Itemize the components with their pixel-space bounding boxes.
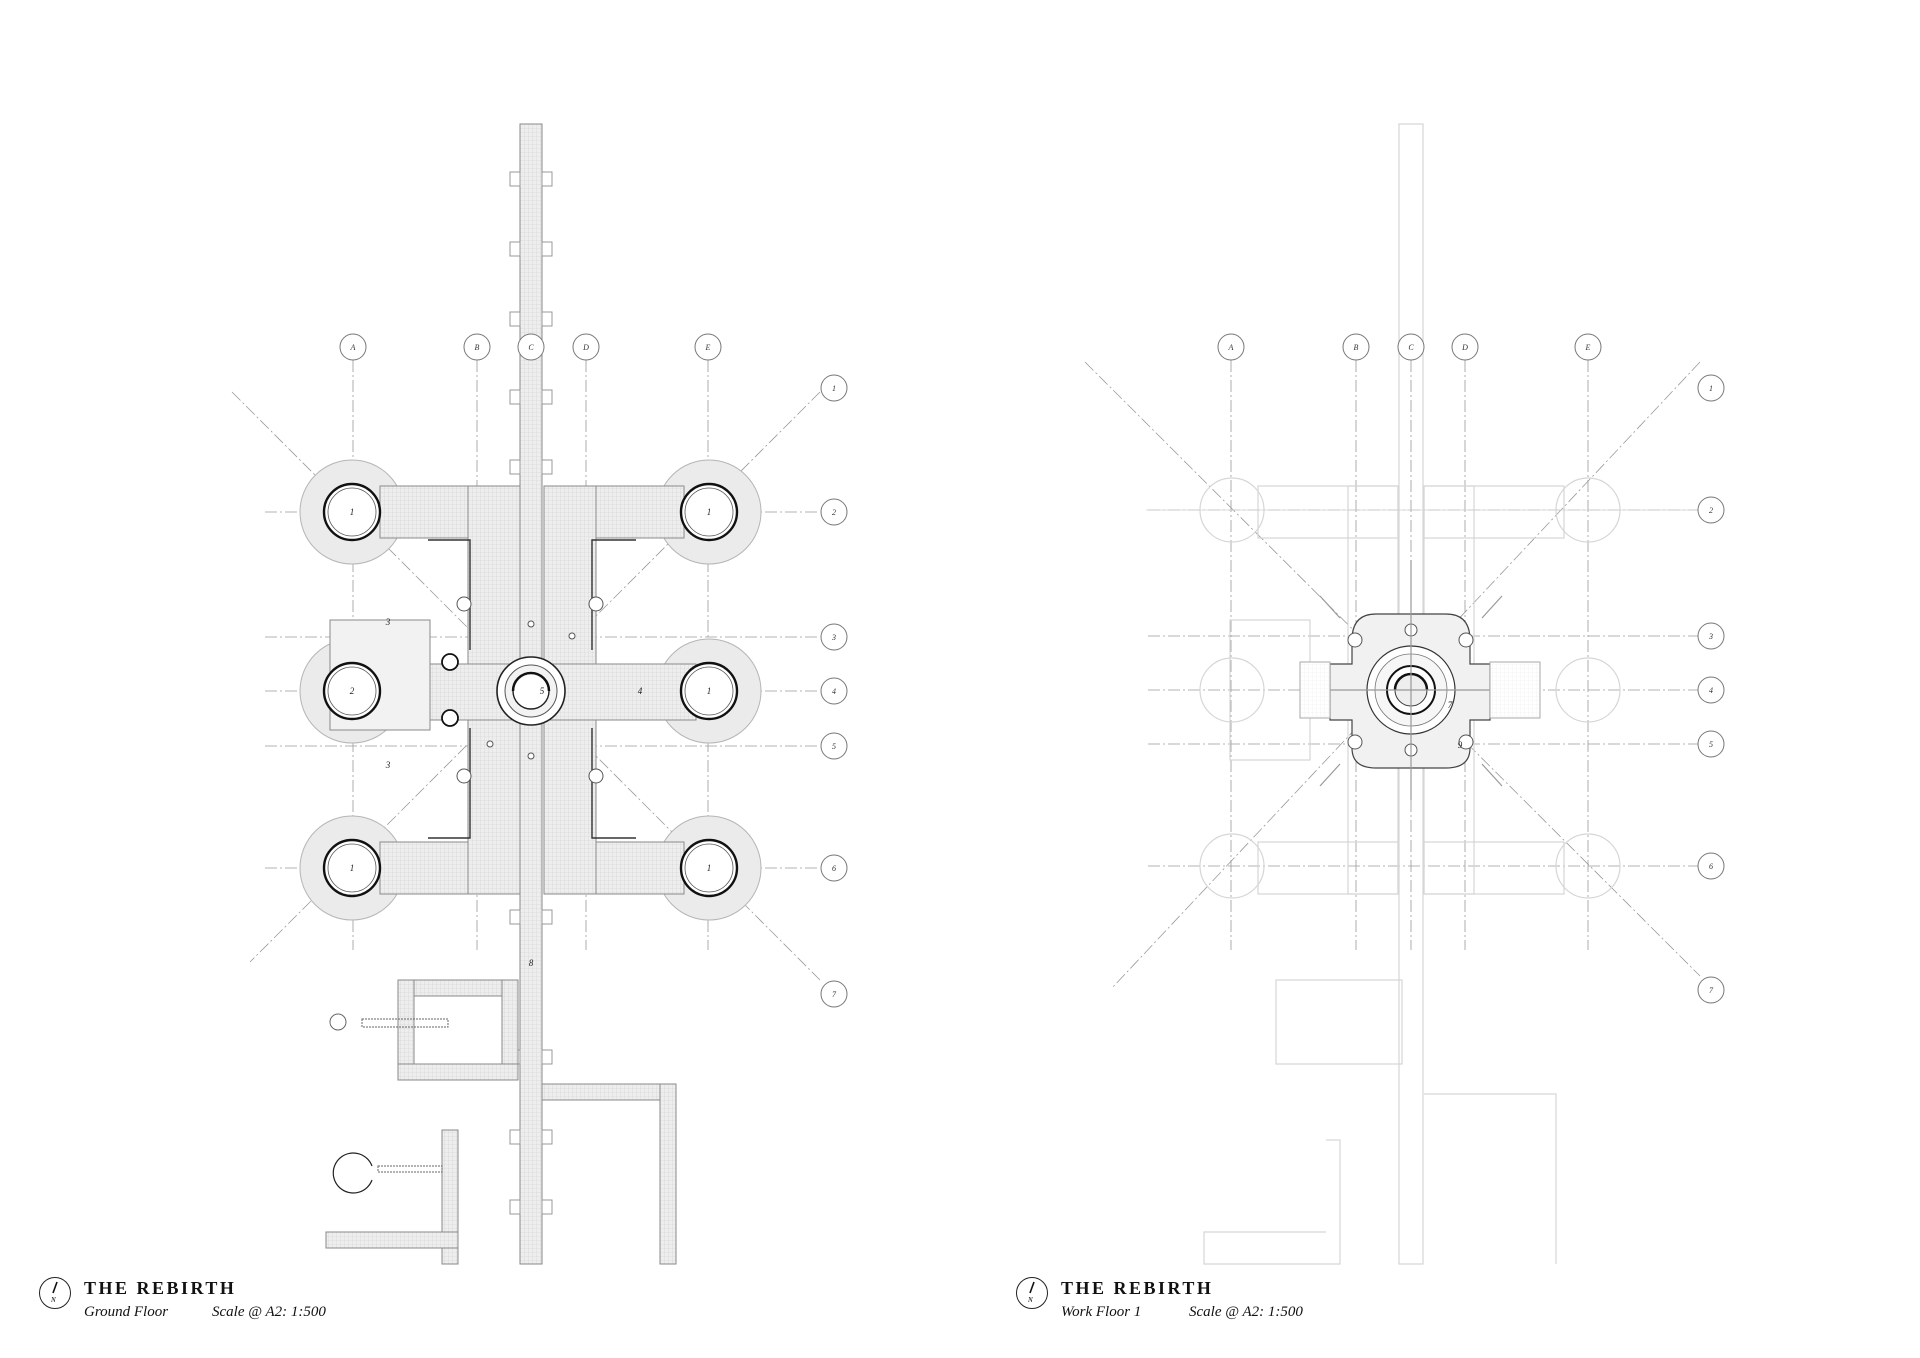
grid-bubble-row-7: 7	[1697, 976, 1725, 1004]
grid-bubble-row-4: 4	[1697, 676, 1725, 704]
central-rotunda	[496, 656, 566, 726]
svg-text:D: D	[582, 343, 589, 352]
grid-bubble-col-b: B	[463, 333, 491, 361]
plan-floor-name: Work Floor 1	[1061, 1304, 1142, 1320]
plan-title: THE REBIRTH	[1061, 1278, 1214, 1298]
svg-text:7: 7	[832, 990, 837, 999]
svg-text:2: 2	[1709, 506, 1713, 515]
grid-bubble-row-4: 4	[820, 677, 848, 705]
grid-bubble-row-7: 7	[820, 980, 848, 1008]
grid-bubbles: A B C D E 1 2 3 4 5 6 7 A B C D E 1 2 3 4 5 6 7	[339, 333, 1725, 1008]
svg-text:3: 3	[831, 633, 836, 642]
grid-bubble-row-1: 1	[820, 374, 848, 402]
svg-text:1: 1	[1709, 384, 1713, 393]
plan-floor-name: Ground Floor	[84, 1304, 169, 1320]
room-label: 3	[385, 617, 391, 627]
room-label: 9	[1458, 740, 1463, 750]
room-labels: 1 1 2 1 1 1 3 3 4 5 8 7 9	[350, 507, 1463, 968]
svg-text:4: 4	[1709, 686, 1713, 695]
room-label: 7	[1448, 700, 1453, 710]
room-label: 1	[707, 686, 712, 696]
svg-text:B: B	[1354, 343, 1359, 352]
room-label: 1	[707, 863, 712, 873]
svg-text:N: N	[1027, 1296, 1033, 1304]
svg-text:N: N	[50, 1296, 56, 1304]
svg-text:A: A	[350, 343, 356, 352]
svg-text:6: 6	[1709, 862, 1713, 871]
room-label: 1	[350, 863, 355, 873]
grid-bubble-row-1: 1	[1697, 374, 1725, 402]
north-arrow-icon: N	[1016, 1277, 1048, 1309]
room-label: 2	[350, 686, 355, 696]
grid-bubble-col-a: A	[339, 333, 367, 361]
grid-bubble-row-6: 6	[1697, 852, 1725, 880]
grid-bubble-row-5: 5	[820, 732, 848, 760]
grid-bubble-col-c: C	[517, 333, 545, 361]
svg-text:C: C	[528, 343, 534, 352]
svg-text:C: C	[1408, 343, 1414, 352]
svg-text:3: 3	[1708, 632, 1713, 641]
room-label: 4	[638, 686, 643, 696]
grid-bubble-col-e: E	[1574, 333, 1602, 361]
grid-bubble-row-5: 5	[1697, 730, 1725, 758]
west-bridge	[1299, 661, 1331, 719]
room-label: 1	[350, 507, 355, 517]
lift-cores	[441, 653, 459, 727]
grid-bubble-row-3: 3	[820, 623, 848, 651]
plan-scale: Scale @ A2: 1:500	[212, 1304, 326, 1320]
room-label: 8	[529, 958, 534, 968]
svg-text:2: 2	[832, 508, 836, 517]
svg-text:E: E	[1585, 343, 1591, 352]
grid-bubble-col-e: E	[694, 333, 722, 361]
work-floor-plan	[1084, 123, 1701, 1265]
svg-text:5: 5	[832, 742, 836, 751]
svg-text:1: 1	[832, 384, 836, 393]
plan-scale: Scale @ A2: 1:500	[1189, 1304, 1303, 1320]
plan-title: THE REBIRTH	[84, 1278, 237, 1298]
radial-connectors	[1300, 560, 1522, 800]
ground-floor-plan	[231, 123, 821, 1265]
room-label: 3	[385, 760, 391, 770]
svg-text:4: 4	[832, 687, 836, 696]
columns	[456, 596, 604, 784]
grid-bubble-col-d: D	[1451, 333, 1479, 361]
grid-bubble-row-2: 2	[1697, 496, 1725, 524]
svg-text:A: A	[1228, 343, 1234, 352]
svg-text:D: D	[1461, 343, 1468, 352]
svg-text:B: B	[475, 343, 480, 352]
svg-text:6: 6	[832, 864, 836, 873]
south-annex	[325, 979, 677, 1265]
grid-bubble-col-b: B	[1342, 333, 1370, 361]
room-label: 1	[707, 507, 712, 517]
grid-bubble-col-c: C	[1397, 333, 1425, 361]
stair-bands	[428, 539, 636, 839]
east-bridge	[1489, 661, 1541, 719]
svg-text:E: E	[705, 343, 711, 352]
grid-bubble-col-a: A	[1217, 333, 1245, 361]
north-arrow-icon: N	[39, 1277, 71, 1309]
tower-cores	[322, 482, 739, 898]
floor-slabs	[329, 485, 697, 895]
grid-bubble-row-6: 6	[820, 854, 848, 882]
room-label: 5	[540, 686, 545, 696]
grid-bubble-col-d: D	[572, 333, 600, 361]
svg-text:7: 7	[1709, 986, 1714, 995]
svg-text:5: 5	[1709, 740, 1713, 749]
central-work-floor	[1329, 613, 1491, 769]
grid-bubble-row-3: 3	[1697, 622, 1725, 650]
grid-bubble-row-2: 2	[820, 498, 848, 526]
